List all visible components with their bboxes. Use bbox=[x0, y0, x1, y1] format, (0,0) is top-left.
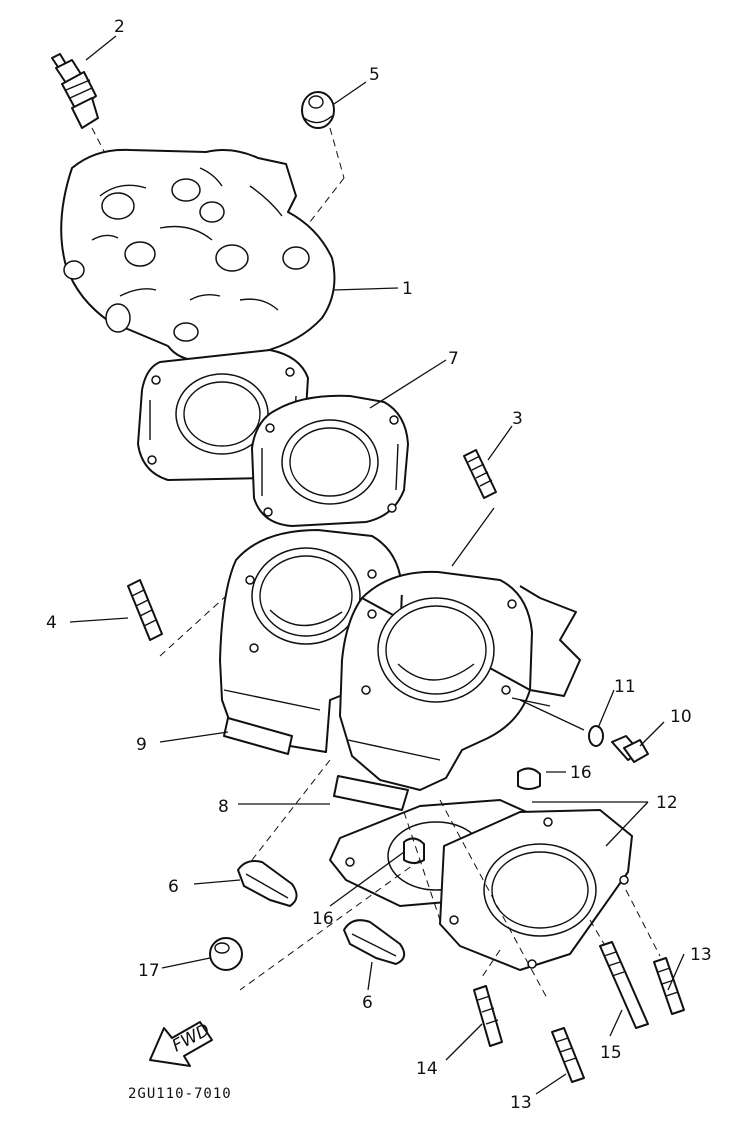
callout-3: 3 bbox=[512, 409, 523, 429]
spark-plug bbox=[51, 53, 99, 129]
callout-16-top: 16 bbox=[570, 763, 592, 783]
head-gasket-front bbox=[251, 394, 409, 527]
dowel-pin-16b bbox=[403, 837, 425, 864]
bolt-10-leader bbox=[519, 699, 585, 731]
forward-arrow-icon: FWD bbox=[149, 1020, 213, 1067]
drawing-code: 2GU110-7010 bbox=[128, 1086, 232, 1102]
callout-6-bottom: 6 bbox=[362, 993, 373, 1013]
stud-bolt-3 bbox=[463, 449, 497, 499]
callout-9: 9 bbox=[136, 735, 147, 755]
assembly-lines bbox=[239, 759, 661, 1001]
stud-bolt-15 bbox=[599, 941, 649, 1029]
callout-10: 10 bbox=[670, 707, 692, 727]
washer-11 bbox=[588, 725, 604, 747]
callout-12: 12 bbox=[656, 793, 678, 813]
callout-2: 2 bbox=[114, 17, 125, 37]
callout-7: 7 bbox=[448, 349, 459, 369]
cylinder-head bbox=[60, 148, 336, 362]
stud-4-leader bbox=[159, 595, 227, 657]
callout-13-bottom: 13 bbox=[510, 1093, 532, 1113]
callout-5: 5 bbox=[369, 65, 380, 85]
callout-14: 14 bbox=[416, 1059, 438, 1079]
cap-leader-a bbox=[329, 127, 345, 179]
base-spacer-9 bbox=[223, 717, 293, 755]
callout-4: 4 bbox=[46, 613, 57, 633]
base-gasket-front bbox=[439, 809, 633, 971]
stud-3-bracket bbox=[451, 507, 495, 567]
stud-bolt-13-right bbox=[653, 957, 685, 1015]
dowel-pin-16a bbox=[517, 767, 541, 790]
cylinder-rear bbox=[219, 529, 403, 753]
stud-bolt-14 bbox=[473, 985, 503, 1047]
callout-labels: 2 5 1 7 3 4 9 8 11 10 16 12 6 16 17 6 13… bbox=[46, 17, 712, 1113]
callout-17: 17 bbox=[138, 961, 160, 981]
cap-17 bbox=[209, 937, 243, 971]
leader-lines bbox=[69, 35, 685, 1095]
bolt-10 bbox=[611, 735, 649, 763]
base-spacer-8 bbox=[333, 775, 409, 811]
callout-1: 1 bbox=[402, 279, 413, 299]
callout-11: 11 bbox=[614, 677, 636, 697]
o-ring-6a bbox=[237, 860, 298, 907]
cylinder-front bbox=[339, 570, 581, 791]
o-ring-6b bbox=[343, 919, 406, 965]
callout-15: 15 bbox=[600, 1043, 622, 1063]
callout-13-right: 13 bbox=[690, 945, 712, 965]
cap-nut bbox=[301, 91, 335, 129]
callout-16-bottom: 16 bbox=[312, 909, 334, 929]
stud-bolt-4 bbox=[127, 579, 163, 641]
callout-6-left: 6 bbox=[168, 877, 179, 897]
stud-bolt-13-bottom bbox=[551, 1027, 585, 1083]
callout-8: 8 bbox=[218, 797, 229, 817]
